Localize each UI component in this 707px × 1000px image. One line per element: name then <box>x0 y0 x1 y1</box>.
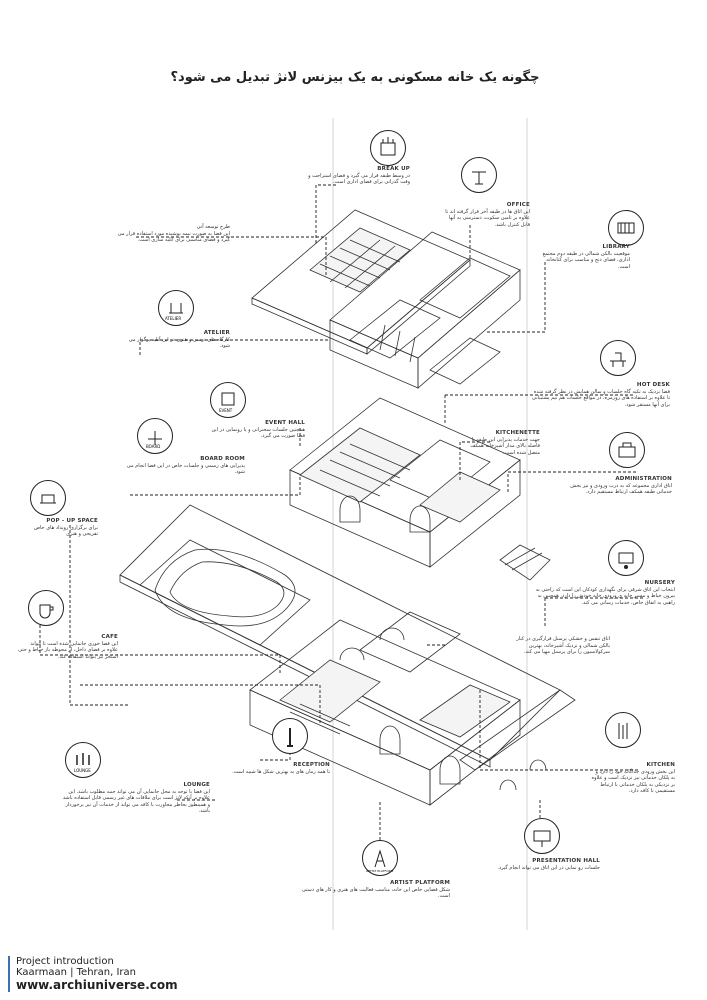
callout-pop-up-space-desc: برای برگزاری رویداد های خاص تفریحی و هنر… <box>33 524 98 538</box>
callout-office-label: OFFICE <box>506 202 530 208</box>
middle-floor <box>289 397 551 581</box>
callout-atelier-desc: کارگاه های درسی و هنری در این آتلیه برگز… <box>128 336 230 350</box>
hot-desk-icon <box>600 340 636 376</box>
callout-board-room-label: BOARD ROOM <box>200 456 245 462</box>
callout-kitchenette-desc: جهت خدمات پذیرایی این طبقه با فاصله بالا… <box>470 436 540 456</box>
event-hall-icon: EVENT <box>210 382 246 418</box>
callout-presentation-hall-desc: جلسات رو نمایی در این اتاق می تواند انجا… <box>497 864 600 871</box>
callout-kitchenette-label: KITCHENETTE <box>495 430 540 436</box>
callout-presentation-hall-label: PRESENTATION HALL <box>532 858 600 864</box>
callout-break-up-label: BREAK UP <box>377 166 410 172</box>
lounge-icon: LOUNGE <box>65 742 101 778</box>
callout-nursery-desc: انتخاب این اتاق شرقی برای نگهداری کودکان… <box>535 586 675 606</box>
callout-lounge-label: LOUNGE <box>183 782 210 788</box>
callout-reception: RECEPTION تا همه زمان های به بهترین شکل … <box>230 762 330 775</box>
callout-lounge-desc: این فضا با توجه به محل جانمایی آن می توا… <box>62 788 210 815</box>
kitchen-icon <box>605 712 641 748</box>
callout-reception-label: RECEPTION <box>293 762 330 768</box>
top-floor <box>251 209 521 389</box>
callout-staff-desc: اتاق تنفس و خشکی پرسنل قرارگیری در کنار … <box>516 636 610 655</box>
callout-library-label: LIBRARY <box>602 244 630 250</box>
callout-cafe: CAFE این فضا خوری جانمایی شده است تا بتو… <box>18 634 118 660</box>
footer-website-link[interactable]: www.archiuniverse.com <box>16 978 178 992</box>
footer-project-intro: Project introduction <box>16 956 114 967</box>
callout-lounge: LOUNGE این فضا با توجه به محل جانمایی آن… <box>60 782 210 815</box>
event-icon-text: EVENT <box>219 408 233 413</box>
callout-event-hall-label: EVENT HALL <box>265 420 305 426</box>
callout-pop-up-space-label: POP - UP SPACE <box>46 518 98 524</box>
callout-office-desc: این اتاق ها در طبقه آخر قرار گرفته اند ت… <box>445 208 530 228</box>
callout-staff: اتاق تنفس و خشکی پرسنل قرارگیری در کنار … <box>510 636 610 656</box>
callout-kitchenette: KITCHENETTE جهت خدمات پذیرایی این طبقه ب… <box>460 430 540 456</box>
library-icon <box>608 210 644 246</box>
reception-icon <box>272 718 308 754</box>
callout-office: OFFICE این اتاق ها در طبقه آخر قرار گرفت… <box>440 202 530 228</box>
artist-platform-icon: ARTIST PLATFORM <box>362 840 398 876</box>
board-room-icon: BOARD <box>137 418 173 454</box>
cafe-icon <box>28 590 64 626</box>
callout-cafe-label: CAFE <box>101 634 118 640</box>
callout-kitchen-label: KITCHEN <box>646 762 675 768</box>
callout-nursery: NURSERY انتخاب این اتاق شرقی برای نگهدار… <box>535 580 675 606</box>
callout-hot-desk: HOT DESK فضا نزدیک به تکیه گاه جلسات و س… <box>530 382 670 408</box>
break-up-icon <box>370 130 406 166</box>
ground-floor <box>119 504 576 806</box>
callout-board-room-desc: پذیرایی های رسمی و جلسات خاص در این فضا … <box>126 462 245 476</box>
atelier-icon: ATELIER <box>158 290 194 326</box>
presentation-hall-icon <box>524 818 560 854</box>
board-icon-text: BOARD <box>146 444 160 449</box>
callout-cafe-desc: این فضا خوری جانمایی شده است تا بتواند ع… <box>18 640 118 660</box>
callout-atelier-label: ATELIER <box>203 330 230 336</box>
callout-administration-desc: اتاق اداری مجموعه که به درب ورودی و نیز … <box>570 482 672 496</box>
callout-design-note-label: طرح توسعه آتی <box>196 224 230 230</box>
callout-artist-platform-label: ARTIST PLATFORM <box>390 880 450 886</box>
callout-presentation-hall: PRESENTATION HALL جلسات رو نمایی در این … <box>490 858 600 871</box>
callout-design-note-desc: این فضا به صورت نیمه پوشیده مورد استفاده… <box>117 230 230 244</box>
callout-board-room: BOARD ROOM پذیرایی های رسمی و جلسات خاص … <box>125 456 245 476</box>
footer-location: Kaarmaan | Tehran, Iran <box>16 967 136 978</box>
callout-pop-up-space: POP - UP SPACE برای برگزاری رویداد های خ… <box>18 518 98 538</box>
callout-kitchen-desc: این بخش ورودی جداگانه خود را دارد و به پ… <box>591 768 675 795</box>
callout-library: LIBRARY موقعیت بالکن شمالی در طبقه دوم م… <box>540 244 630 270</box>
artist-icon-text: ARTIST PLATFORM <box>366 869 394 873</box>
callout-hot-desk-desc: فضا نزدیک به تکیه گاه جلسات و سالن همایش… <box>532 388 670 408</box>
nursery-icon <box>608 540 644 576</box>
callout-kitchen: KITCHEN این بخش ورودی جداگانه خود را دار… <box>590 762 675 795</box>
office-icon <box>461 157 497 193</box>
callout-atelier: ATELIER کارگاه های درسی و هنری در این آت… <box>120 330 230 350</box>
administration-icon <box>609 432 645 468</box>
lounge-icon-text: LOUNGE <box>74 768 91 773</box>
callout-artist-platform: ARTIST PLATFORM شکل فضایی خاص این خانه، … <box>300 880 450 900</box>
callout-nursery-label: NURSERY <box>644 580 675 586</box>
callout-administration: ADMINISTRATION اتاق اداری مجموعه که به د… <box>560 476 672 496</box>
callout-library-desc: موقعیت بالکن شمالی در طبقه دوم مجتمع ادا… <box>542 250 630 270</box>
callout-design-note: طرح توسعه آتی این فضا به صورت نیمه پوشید… <box>110 224 230 244</box>
callout-artist-platform-desc: شکل فضایی خاص این خانه، مناسب فعالیت های… <box>301 886 450 900</box>
pop-up-space-icon <box>30 480 66 516</box>
callout-hot-desk-label: HOT DESK <box>636 382 670 388</box>
callout-administration-label: ADMINISTRATION <box>615 476 672 482</box>
callout-break-up-desc: در وسط طبقه قرار می گیرد و فضای استراحت … <box>308 172 410 186</box>
callout-break-up: BREAK UP در وسط طبقه قرار می گیرد و فضای… <box>300 166 410 186</box>
footer: Project introduction Kaarmaan | Tehran, … <box>8 956 178 992</box>
page-title: چگونه یک خانه مسکونی به یک بیزنس لانژ تب… <box>170 70 540 85</box>
callout-reception-desc: تا همه زمان های به بهترین شکل ها شبیه اس… <box>232 768 330 775</box>
atelier-icon-text: ATELIER <box>165 316 181 321</box>
callout-event-hall-desc: همچنین جلسات سخنرانی و یا رونمایی در این… <box>211 426 305 440</box>
callout-event-hall: EVENT HALL همچنین جلسات سخنرانی و یا رون… <box>205 420 305 440</box>
